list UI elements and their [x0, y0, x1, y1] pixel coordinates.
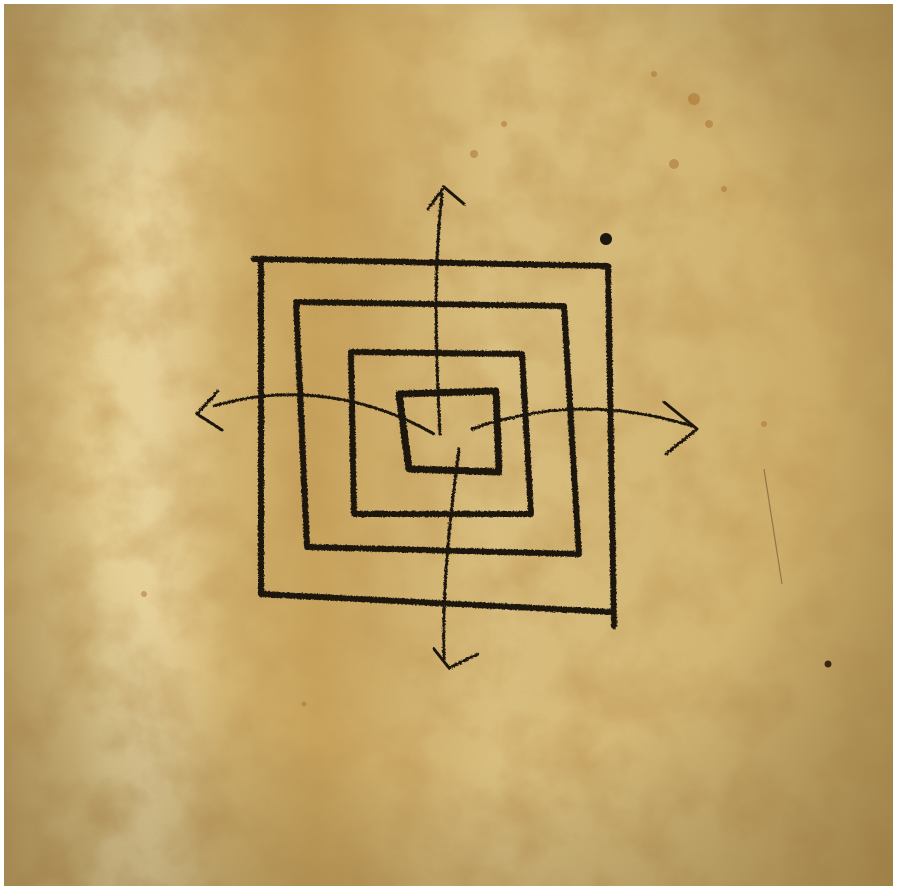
photo-frame: [4, 4, 893, 886]
ink-dot: [600, 233, 612, 245]
paper-vignette: [4, 4, 893, 886]
small-ink-dot: [825, 661, 832, 668]
parchment-photo: [4, 4, 893, 886]
